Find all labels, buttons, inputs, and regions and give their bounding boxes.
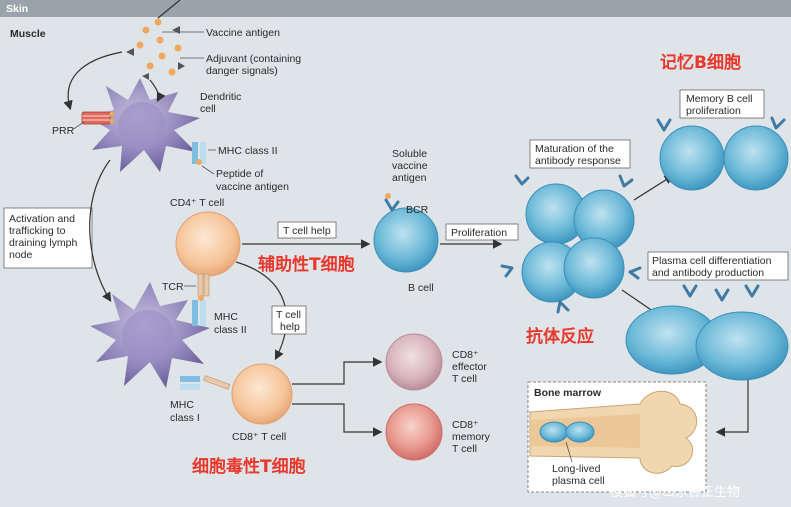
mhc2-top-label: MHC class II (218, 145, 278, 157)
plasma-label-1: Plasma cell differentiation (652, 255, 772, 267)
cd8-effector-label-3: T cell (452, 373, 477, 385)
dendritic-cell-bottom (90, 282, 210, 388)
memory-b-cn-label: 记忆B细胞 (660, 52, 741, 73)
maturation-label-2: antibody response (535, 155, 621, 167)
cd4-t-cell (175, 211, 241, 277)
cd8-t-cell (231, 363, 293, 425)
activation-label-1: Activation and (9, 213, 75, 225)
migration-arrow (89, 159, 112, 303)
mhc1-label-2: class I (170, 412, 200, 424)
injection-line (157, 0, 181, 19)
mhc1-label-1: MHC (170, 399, 194, 411)
b-cell (373, 198, 439, 273)
soluble-label-1: Soluble (392, 148, 427, 160)
plasma-box (647, 251, 789, 281)
skin-label: Skin (6, 3, 28, 15)
bcell-label: B cell (408, 282, 434, 294)
b-cell-cluster (500, 174, 642, 314)
cd8-label: CD8⁺ T cell (232, 431, 286, 443)
adjuvant-label-2: danger signals) (206, 65, 278, 77)
cytotoxic-t-cn-label: 细胞毒性T细胞 (192, 456, 306, 477)
muscle-label: Muscle (10, 28, 46, 40)
cd8-effector-arrow (292, 357, 383, 385)
activation-box (3, 207, 93, 269)
antibody-cn-label: 抗体反应 (526, 326, 594, 347)
soluble-label-3: antigen (392, 172, 427, 184)
cd4-label: CD4⁺ T cell (170, 197, 224, 209)
bone-marrow-arrow (715, 380, 749, 437)
adjuvant-label-1: Adjuvant (containing (206, 53, 301, 65)
maturation-label-1: Maturation of the (535, 143, 614, 155)
cd8-memory-label-1: CD8⁺ (452, 419, 479, 431)
memory-b-label-1: Memory B cell (686, 93, 753, 105)
soluble-label-2: vaccine (392, 160, 428, 172)
activation-label-3: draining lymph (9, 237, 77, 249)
prr-label: PRR (52, 125, 75, 137)
mhc1-complex (180, 375, 231, 390)
mhc-class-ii-top (192, 142, 206, 165)
maturation-box (529, 139, 631, 169)
tcell-help-label: T cell help (283, 225, 331, 237)
antigen-particles (126, 18, 185, 80)
tcr-mhc2-complex (192, 273, 210, 326)
watermark: 搜狐号@山东合正生物 (610, 485, 740, 500)
tcell-help-v-label-2: help (280, 321, 300, 333)
prr-receptor (81, 111, 115, 125)
dendritic-cell-top (86, 78, 200, 172)
long-lived-label-1: Long-lived (552, 463, 601, 475)
activation-label-2: trafficking to (9, 225, 66, 237)
cd8-memory-arrow (292, 403, 383, 437)
cd8-memory-label-3: T cell (452, 443, 477, 455)
bone-shape (529, 390, 697, 474)
vaccine-antigen-label: Vaccine antigen (206, 27, 280, 39)
skin-bar (0, 0, 791, 17)
plasma-cells (625, 284, 789, 381)
cd8-memory-cell (385, 403, 443, 461)
dendritic-label-1: Dendritic (200, 91, 241, 103)
memory-b-cells (656, 116, 789, 191)
mhc2-bottom-label-1: MHC (214, 311, 238, 323)
cd8-effector-label-2: effector (452, 361, 487, 373)
cd8-effector-label-1: CD8⁺ (452, 349, 479, 361)
dendritic-label-2: cell (200, 103, 216, 115)
tcr-label: TCR (162, 281, 184, 293)
tcell-help-down-arrow (235, 261, 288, 361)
peptide-label-2: vaccine antigen (216, 181, 289, 193)
peptide-label-1: Peptide of (216, 168, 263, 180)
long-lived-label-2: plasma cell (552, 475, 605, 487)
tcell-help-box (277, 221, 337, 239)
proliferation-box (445, 223, 519, 241)
memory-arrow (633, 174, 675, 201)
tcell-help-v-box (271, 305, 307, 335)
bone-marrow-label: Bone marrow (534, 387, 602, 399)
cd8-memory-label-2: memory (452, 431, 491, 443)
activation-label-4: node (9, 249, 33, 261)
cd8-effector-cell (385, 333, 443, 391)
proliferation-label: Proliferation (451, 227, 507, 239)
plasma-label-2: and antibody production (652, 267, 764, 279)
mhc2-bottom-label-2: class II (214, 324, 247, 336)
bcr-label: BCR (406, 204, 429, 216)
memory-b-box (679, 89, 765, 119)
memory-b-label-2: proliferation (686, 105, 741, 117)
tcell-help-v-label-1: T cell (276, 309, 301, 321)
helper-t-cn-label: 辅助性T细胞 (258, 254, 355, 275)
